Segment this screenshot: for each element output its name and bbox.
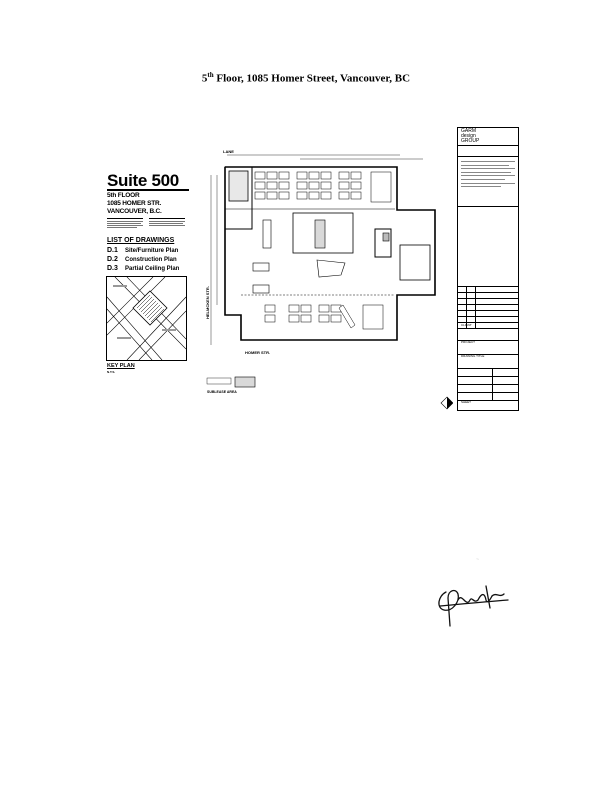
central-area xyxy=(225,208,431,296)
sublease-label: SUBLEASE AREA xyxy=(207,390,237,394)
street-left-label: HELMCKEN STR. xyxy=(205,286,210,319)
floor-label: 5th FLOOR xyxy=(107,192,140,199)
drawing-number: D.1 xyxy=(107,247,118,254)
address-line-1: 1085 HOMER STR. xyxy=(107,200,162,207)
drawing-label: Construction Plan xyxy=(125,257,177,263)
drawing-label: Site/Furniture Plan xyxy=(125,248,179,254)
firm-line-3: GROUP xyxy=(461,138,480,144)
floor-plan: LANE xyxy=(205,149,453,410)
building-walls xyxy=(224,166,436,341)
lane-label: LANE xyxy=(223,149,234,154)
drawing-title-label: DRAWING TITLE xyxy=(461,354,485,358)
dimension-lines xyxy=(210,154,423,345)
title-block: GARM design GROUP CLIENT PROJECT DRAWING… xyxy=(457,127,519,411)
drawing-number: D.2 xyxy=(107,256,118,263)
drawing-row: D.3 Partial Ceiling Plan xyxy=(107,265,179,272)
key-plan-drawing xyxy=(107,277,186,360)
firm-line-1: GARM xyxy=(461,128,476,134)
page-title-superscript: th xyxy=(207,71,214,79)
address-line-2: VANCOUVER, B.C. xyxy=(107,208,162,215)
drawing-number: D.3 xyxy=(107,265,118,272)
suite-title-rule xyxy=(107,189,189,191)
key-plan xyxy=(106,276,187,361)
page-title: 5th Floor, 1085 Homer Street, Vancouver,… xyxy=(0,71,612,85)
sublease-swatch xyxy=(234,376,256,388)
north-arrow-icon xyxy=(440,396,453,410)
faint-stamp: ~ xyxy=(476,557,479,563)
drawing-row: D.1 Site/Furniture Plan xyxy=(107,247,178,254)
key-plan-label: KEY PLAN xyxy=(107,363,135,369)
title-block-notes xyxy=(461,158,515,204)
key-plan-scale: N.T.S. xyxy=(107,370,116,374)
desk-cluster-top xyxy=(254,171,392,203)
drawing-label: Partial Ceiling Plan xyxy=(125,266,180,272)
drawing-row: D.2 Construction Plan xyxy=(107,256,177,263)
firm-name: GARM design GROUP xyxy=(461,129,479,144)
suite-title: Suite 500 xyxy=(107,171,179,190)
list-of-drawings-title: LIST OF DRAWINGS xyxy=(107,237,175,244)
general-notes xyxy=(107,218,187,234)
desk-cluster-bottom xyxy=(264,304,384,330)
page-title-text: Floor, 1085 Homer Street, Vancouver, BC xyxy=(216,72,411,85)
signature-image xyxy=(438,585,509,627)
street-bottom-label: HOMER STR. xyxy=(245,350,270,355)
firm-line-2: design xyxy=(461,133,476,139)
project-label: PROJECT xyxy=(461,340,476,344)
page-title-floor: 5 xyxy=(201,72,208,85)
sheet-label: SHEET xyxy=(461,400,472,404)
